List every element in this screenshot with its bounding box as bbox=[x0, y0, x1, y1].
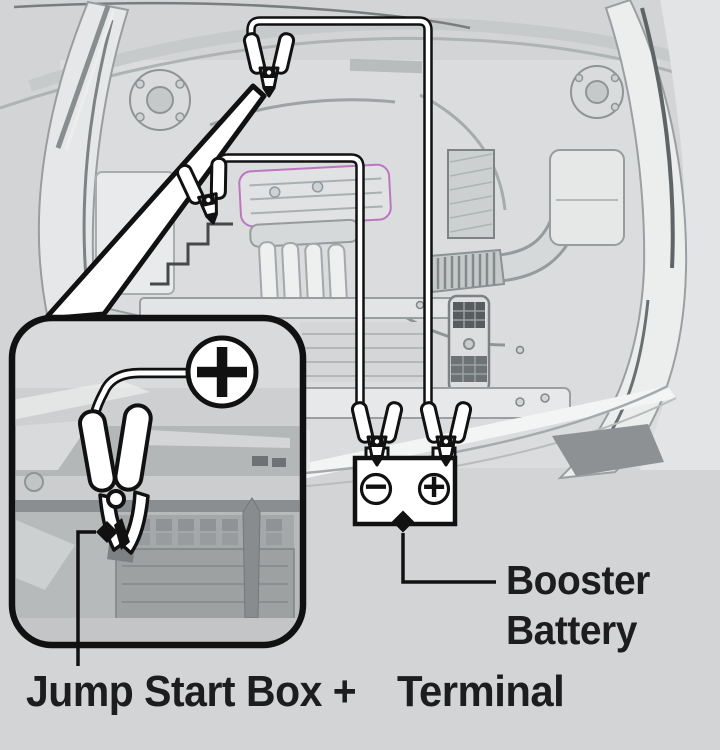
bumper-shadow bbox=[552, 424, 664, 476]
plus-icon bbox=[197, 347, 247, 397]
marker-diamond-jump-start bbox=[96, 521, 118, 543]
label-booster-battery: Booster Battery bbox=[506, 555, 650, 655]
inset-photo bbox=[15, 321, 300, 642]
caption-terminal: Terminal bbox=[397, 667, 565, 716]
battery-positive-terminal: + bbox=[417, 465, 451, 509]
positive-terminal-badge bbox=[185, 335, 259, 409]
label-booster-line2: Battery bbox=[506, 607, 637, 653]
plus-icon: + bbox=[422, 465, 445, 509]
ecu-box bbox=[447, 149, 495, 239]
caption-jump-start-box: Jump Start Box + bbox=[26, 667, 357, 716]
inset-cable bbox=[89, 367, 189, 416]
strut-tower-right bbox=[570, 65, 624, 119]
inset-clamp bbox=[77, 403, 153, 563]
valve-cover bbox=[238, 163, 392, 228]
tow-bracket bbox=[447, 294, 491, 394]
intake-manifold bbox=[249, 218, 360, 320]
callout-wedge bbox=[42, 83, 267, 322]
leader-line-battery bbox=[401, 533, 496, 584]
air-intake bbox=[428, 149, 625, 294]
battery-negative-terminal: − bbox=[359, 465, 393, 509]
strut-tower-left bbox=[129, 69, 191, 131]
inset-callout bbox=[8, 314, 307, 649]
jumper-cable-positive bbox=[246, 16, 433, 405]
marker-diamond-battery bbox=[392, 510, 414, 533]
label-booster-line1: Booster bbox=[506, 557, 650, 603]
minus-icon: − bbox=[364, 465, 387, 509]
leader-line-jump-start bbox=[76, 530, 96, 666]
